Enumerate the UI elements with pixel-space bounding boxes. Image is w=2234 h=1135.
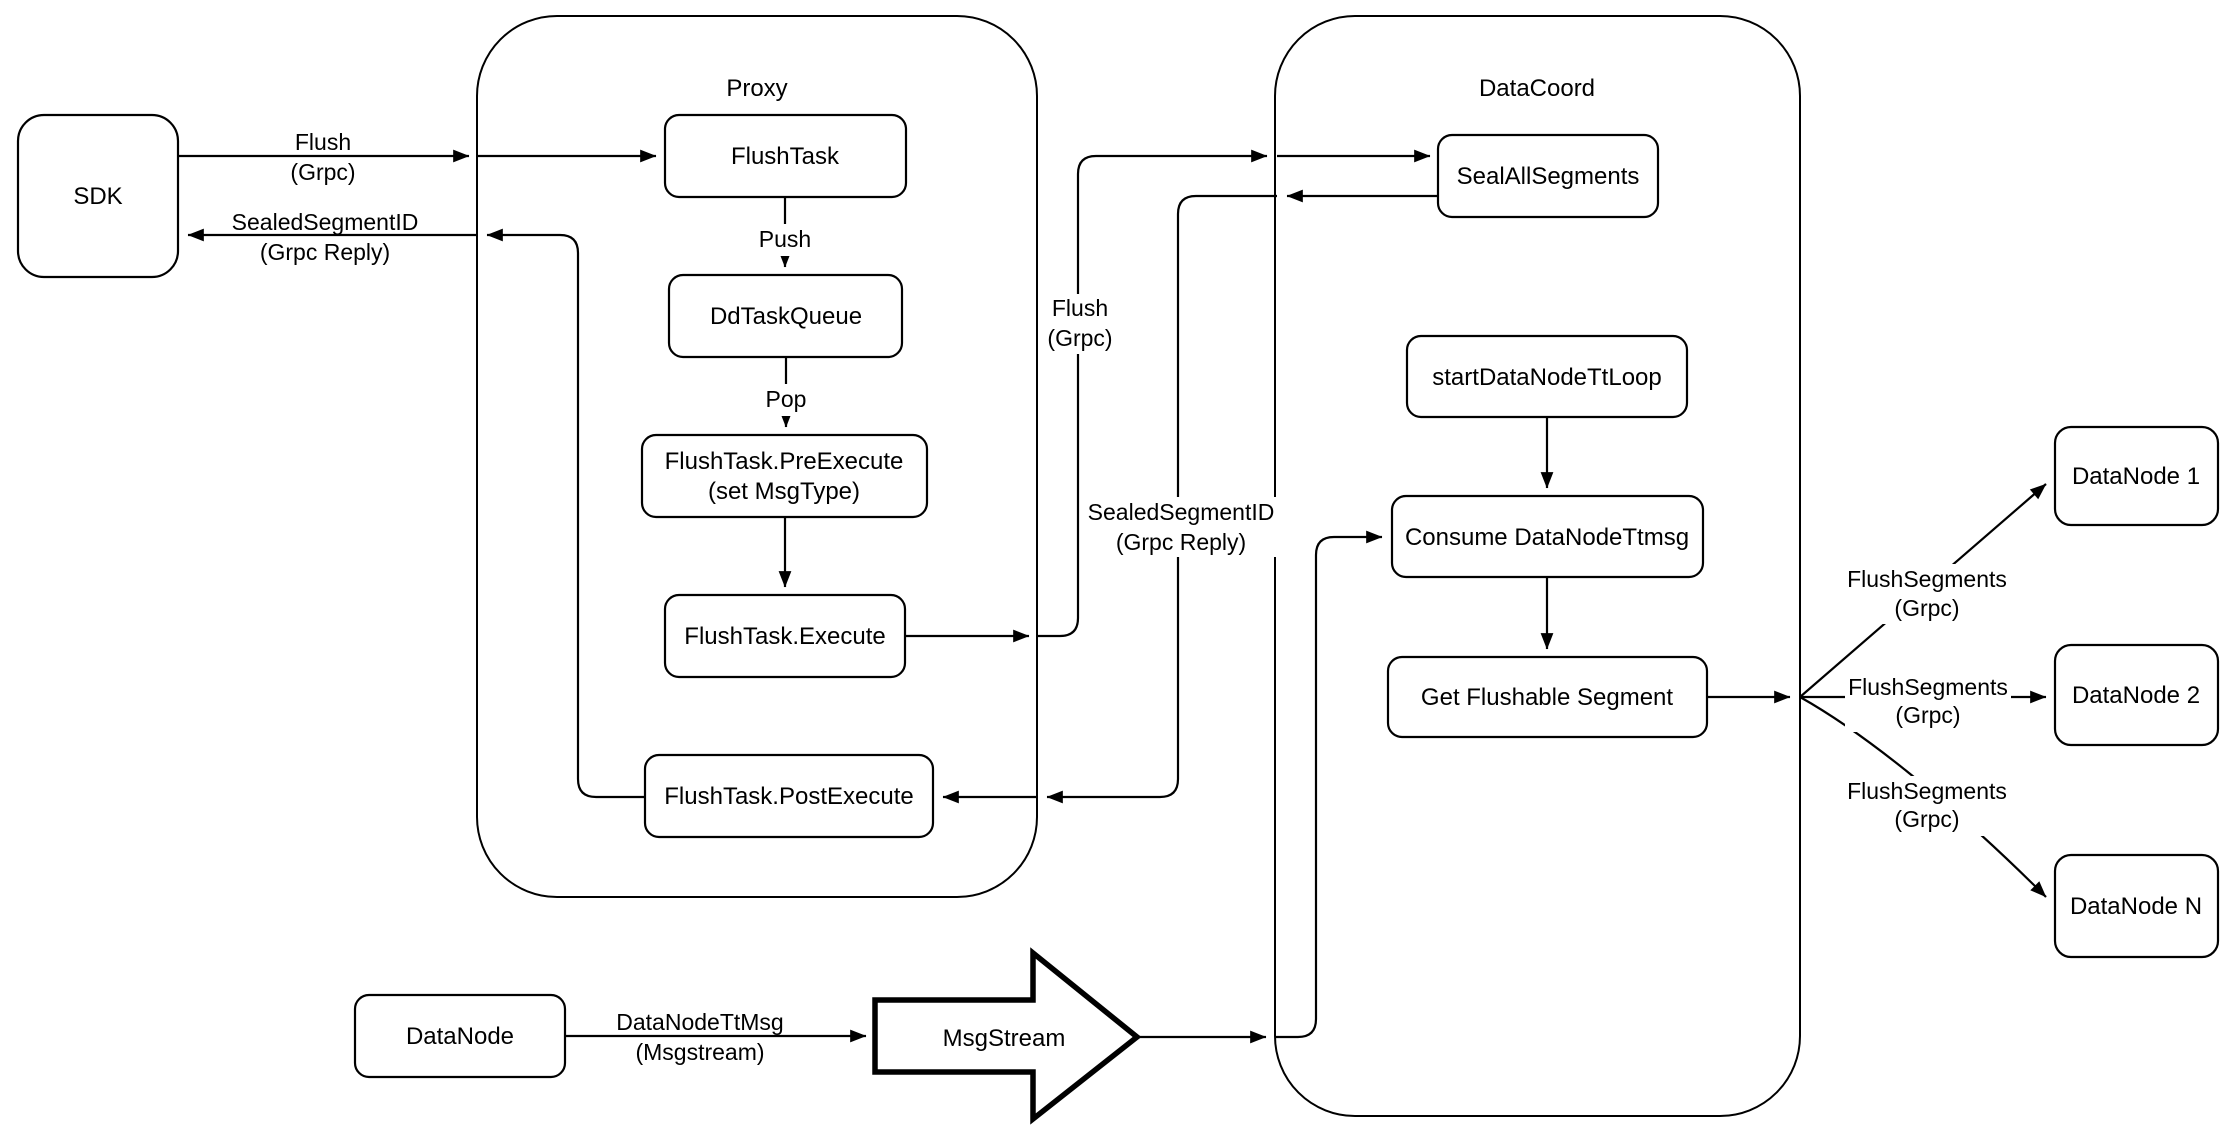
edge-label-datanodettmsg-line1: DataNodeTtMsg [616,1009,783,1035]
edge-label-flushsegments-2-line1: FlushSegments [1848,674,2008,700]
proxy-container-title: Proxy [726,75,787,102]
flushtask-label: FlushTask [731,143,840,170]
label-bg-flush-datacoord [1038,294,1122,354]
edge-postexecute-to-proxy-edge [486,228,645,799]
label-bg-pop [762,384,810,416]
edge-label-flushsegments-2-line2: (Grpc) [1895,702,1960,728]
datanode-n-node [2053,853,2220,959]
edge-label-flushsegments-1-line2: (Grpc) [1894,595,1959,621]
sdk-label: SDK [73,183,122,210]
sealallsegments-label: SealAllSegments [1457,163,1640,190]
msgstream-arrow-shape [872,947,1142,1125]
get-flushable-segment-label: Get Flushable Segment [1421,684,1673,711]
edge-seal-return-to-proxy-edge [1046,194,1277,804]
datacoord-container [1274,15,1801,1117]
consume-datanodettmsg-label: Consume DataNodeTtmsg [1405,524,1689,551]
edge-label-sealed-datacoord-line2: (Grpc Reply) [1116,529,1246,555]
datanode-1-node [2053,425,2220,527]
edge-label-sealed-datacoord-line1: SealedSegmentID [1088,499,1275,525]
edge-label-flushsegments-1-line1: FlushSegments [1847,566,2007,592]
datanode-n-label: DataNode N [2070,893,2202,920]
datanode-2-node [2053,643,2220,747]
sdk-node [16,113,180,279]
postexecute-label: FlushTask.PostExecute [664,783,913,810]
edge-label-flushsegments-3-line2: (Grpc) [1894,806,1959,832]
edge-label-push: Push [759,226,811,252]
edge-label-sealed-sdk-line2: (Grpc Reply) [260,239,390,265]
datacoord-container-title: DataCoord [1479,75,1595,102]
label-bg-push [752,224,818,256]
label-bg-flushsegments-1 [1844,564,2010,624]
edge-flush-to-datacoord-edge [1037,149,1268,638]
edge-label-flush-datacoord-line1: Flush [1052,295,1108,321]
edge-label-pop: Pop [766,386,807,412]
datanode-source-label: DataNode [406,1023,514,1050]
datanode-1-label: DataNode 1 [2072,463,2200,490]
startdatanodettloop-label: startDataNodeTtLoop [1432,364,1661,391]
edge-label-flush-sdk-line1: Flush [295,129,351,155]
execute-label: FlushTask.Execute [684,623,885,650]
edge-label-flushsegments-3-line1: FlushSegments [1847,778,2007,804]
msgstream-label: MsgStream [943,1025,1066,1052]
preexecute-label-line2: (set MsgType) [708,478,860,505]
edge-label-sealed-sdk-line1: SealedSegmentID [232,209,419,235]
datanode-2-label: DataNode 2 [2072,682,2200,709]
label-bg-sealed-datacoord [1086,497,1276,557]
edge-label-datanodettmsg-line2: (Msgstream) [635,1039,764,1065]
proxy-container [476,15,1038,898]
edge-msgstream-to-consume [1276,530,1383,1039]
preexecute-label-line1: FlushTask.PreExecute [665,448,904,475]
label-bg-flushsegments-3 [1844,776,2010,836]
edge-label-flush-sdk-line2: (Grpc) [290,159,355,185]
edge-label-flush-datacoord-line2: (Grpc) [1047,325,1112,351]
sealallsegments-node [1436,133,1660,219]
ddtaskqueue-label: DdTaskQueue [710,303,862,330]
label-bg-flushsegments-2 [1845,672,2011,732]
